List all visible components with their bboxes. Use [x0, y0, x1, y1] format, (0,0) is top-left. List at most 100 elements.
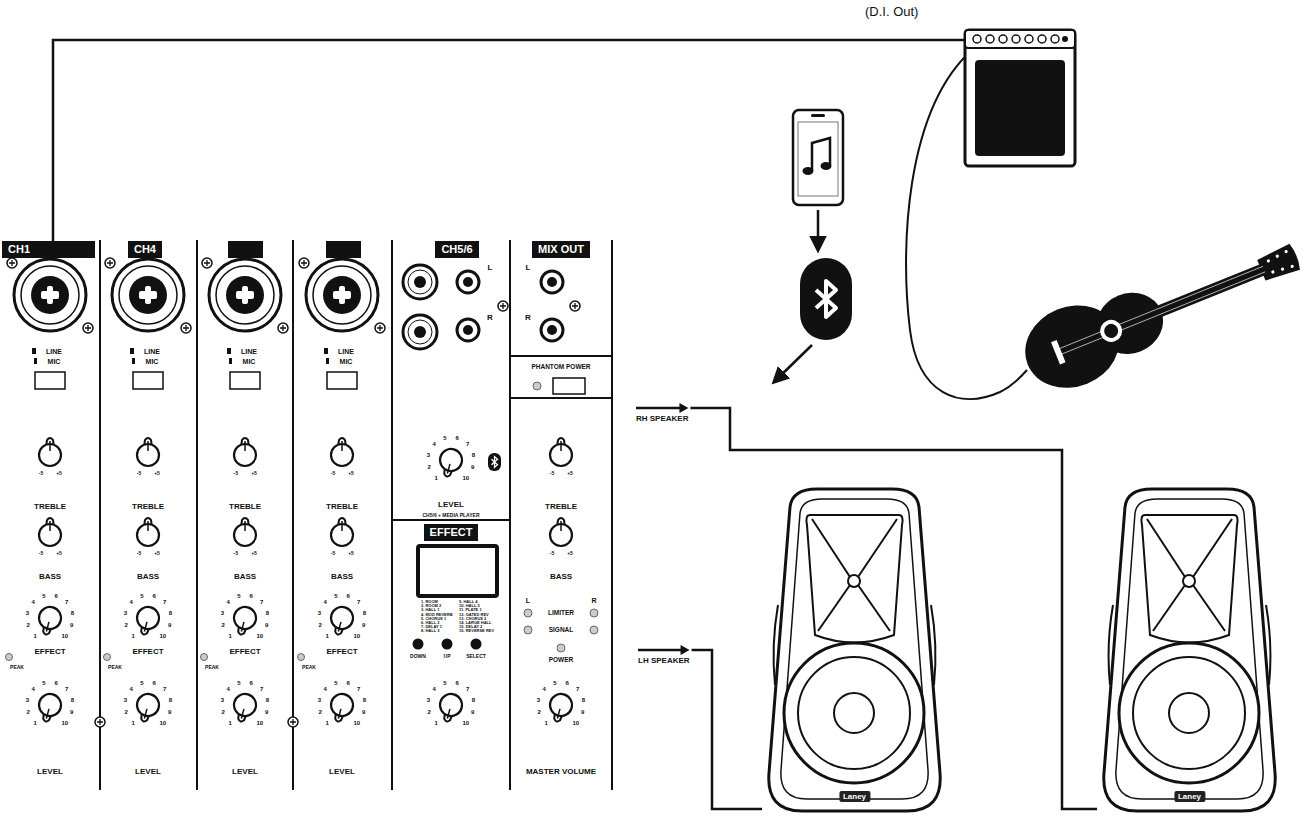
knob: [232, 692, 259, 719]
effect-preset: 8. HALL 3: [421, 629, 439, 633]
knob: [37, 605, 64, 632]
scale-number: 8: [266, 697, 269, 703]
scale-number: 4: [543, 686, 546, 692]
effect-display: [418, 546, 497, 596]
combo-jack: [202, 258, 212, 268]
combo-jack: [7, 258, 17, 268]
push-button: [413, 639, 424, 650]
smartphone: [803, 167, 814, 175]
scale-number: 9: [265, 709, 268, 715]
pointer-arrow: [679, 403, 688, 413]
channel-badge: CH5/6: [435, 241, 478, 258]
acoustic-guitar: [1284, 249, 1288, 253]
scale-number: 7: [260, 599, 263, 605]
amplifier: [986, 35, 994, 43]
smartphone: [793, 110, 843, 205]
scale-number: +5: [567, 551, 573, 556]
scale-number: 3: [124, 610, 127, 616]
scale-number: 4: [130, 599, 133, 605]
socket: [463, 277, 473, 287]
scale-number: 10: [61, 633, 68, 639]
speaker-tag: LH SPEAKER: [638, 642, 690, 665]
scale-number: 1: [435, 720, 438, 726]
knob: [137, 518, 159, 546]
combo-jack: [323, 276, 361, 314]
knob: [49, 521, 51, 531]
control-label: MASTER VOLUME: [526, 768, 596, 776]
scale-number: 1: [545, 720, 548, 726]
knob: [436, 447, 464, 480]
knob: [329, 692, 356, 719]
combo-jack: [288, 717, 298, 727]
knob: [49, 441, 51, 451]
pa-speaker: [1104, 489, 1275, 811]
scale-number: -5: [550, 551, 554, 556]
scale-number: 6: [54, 593, 57, 599]
scale-number: 3: [427, 452, 430, 458]
badge-text: CH4: [134, 241, 156, 258]
scale-number: 3: [26, 610, 29, 616]
combo-jack: [47, 286, 53, 304]
scale-number: 9: [471, 464, 474, 470]
smartphone: [793, 110, 843, 205]
combo-jack: [85, 325, 91, 331]
knob: [338, 622, 341, 632]
scale-number: 8: [472, 452, 475, 458]
channel-badge: CH1: [2, 241, 95, 258]
scale-number: 8: [71, 610, 74, 616]
scale-number: -5: [331, 471, 335, 476]
smartphone: [798, 122, 838, 196]
scale-number: 2: [428, 464, 431, 470]
amplifier: [1051, 35, 1059, 43]
socket: [572, 303, 578, 309]
scale-number: 4: [227, 686, 230, 692]
scale-number: 8: [169, 697, 172, 703]
combo-jack: [95, 717, 105, 727]
control-label: TREBLE: [326, 503, 358, 511]
combo-jack: [14, 259, 86, 331]
knob: [557, 709, 560, 719]
socket: [403, 265, 437, 299]
combo-jack: [21, 266, 79, 324]
socket-label: L: [488, 264, 493, 272]
mixer-frame: [510, 356, 612, 398]
peak-led: [6, 654, 13, 661]
knob: [144, 709, 147, 719]
badge-text: CH1: [8, 241, 89, 258]
control-label: BASS: [137, 573, 159, 581]
scale-number: 1: [34, 720, 37, 726]
button-label: SELECT: [466, 654, 486, 659]
bluetooth-symbol: [800, 258, 852, 340]
scale-number: 3: [318, 697, 321, 703]
scale-number: 10: [353, 633, 360, 639]
pointer-arrow: [638, 649, 682, 652]
blank-badge: [228, 241, 263, 258]
knob: [35, 605, 63, 638]
led-label: PEAK: [205, 665, 219, 670]
led-label: PEAK: [108, 665, 122, 670]
switch-icon: [326, 358, 329, 364]
scale-number: 10: [159, 720, 166, 726]
scale-number: 7: [576, 686, 579, 692]
socket: [541, 271, 563, 293]
scale-number: 10: [256, 720, 263, 726]
led: [590, 609, 598, 617]
combo-jack: [278, 323, 288, 333]
knob: [548, 692, 575, 719]
knob: [546, 692, 574, 725]
bluetooth-symbol: [800, 258, 852, 340]
knob: [244, 441, 246, 451]
scale-number: +5: [251, 551, 257, 556]
knob: [234, 518, 256, 546]
scale-number: 2: [27, 622, 30, 628]
socket: [457, 271, 479, 293]
pointer-arrow: [681, 645, 690, 655]
scale-number: 7: [357, 599, 360, 605]
signal-arrow: [774, 345, 812, 382]
pa-speaker: [1141, 515, 1237, 643]
acoustic-guitar: [1051, 340, 1066, 365]
combo-jack: [301, 260, 307, 266]
pa-speaker: [1097, 485, 1282, 815]
knob: [39, 518, 61, 546]
scale-number: 6: [249, 593, 252, 599]
